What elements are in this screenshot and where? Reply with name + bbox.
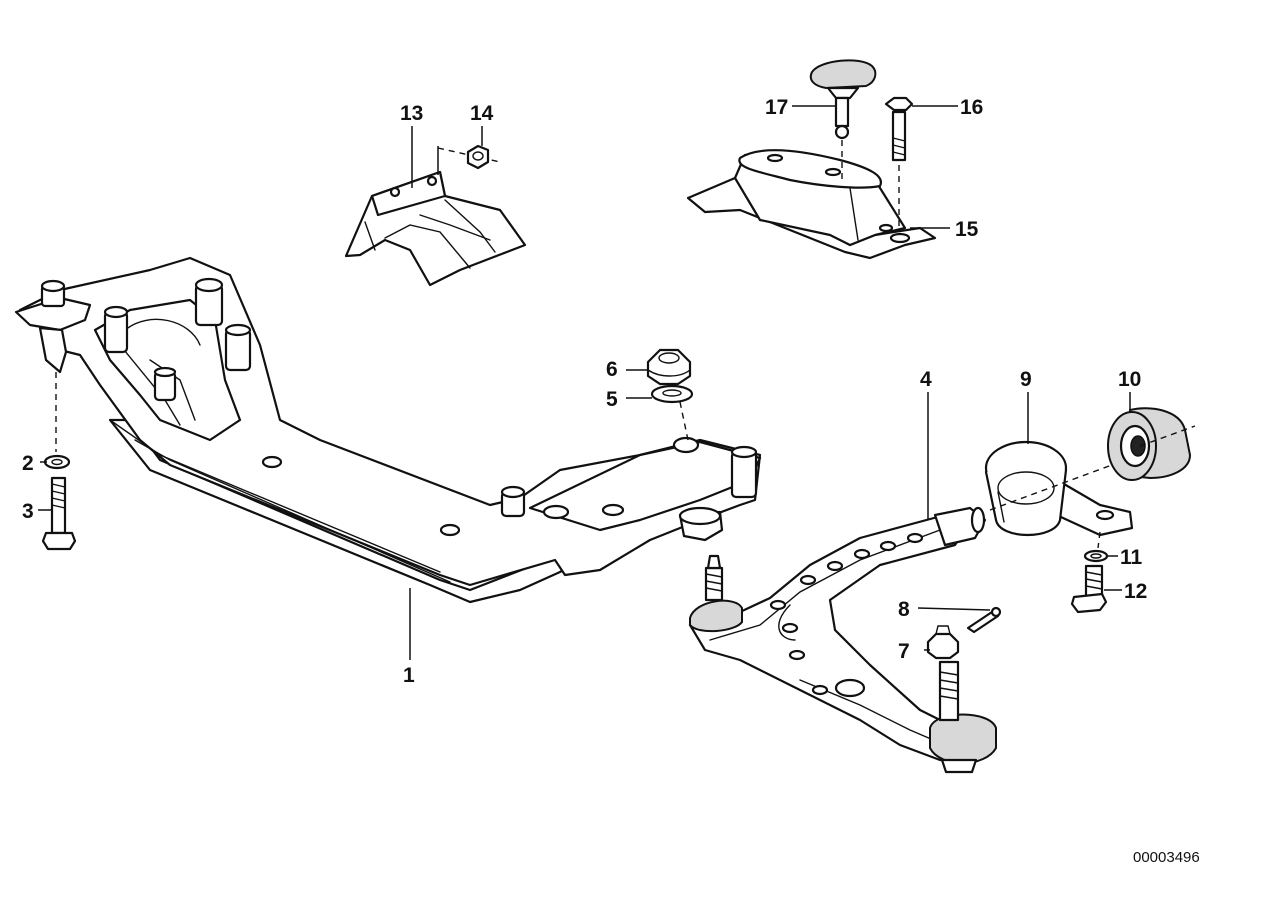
callout-6: 6 — [606, 358, 618, 381]
nut-14 — [437, 144, 501, 175]
callout-15: 15 — [955, 218, 979, 241]
washer-5 — [650, 384, 694, 441]
washer-11 — [1083, 531, 1109, 563]
callout-labels: 1 2 3 4 5 6 7 8 9 10 11 12 13 14 15 16 1… — [22, 96, 1200, 866]
cotter-pin-8 — [966, 606, 1002, 634]
callout-8: 8 — [898, 598, 910, 621]
stop-buffer-17 — [809, 59, 877, 182]
ball-joint-inner — [689, 554, 743, 633]
callout-7: 7 — [898, 640, 910, 663]
callout-12: 12 — [1124, 580, 1147, 603]
callout-14: 14 — [470, 102, 494, 125]
callout-1: 1 — [403, 664, 415, 687]
control-arm-4 — [688, 506, 997, 774]
bolt-16 — [884, 96, 914, 232]
bracket-13 — [344, 170, 527, 287]
callout-4: 4 — [920, 368, 932, 391]
callout-13: 13 — [400, 102, 423, 125]
bolt-3 — [41, 476, 77, 551]
callout-16: 16 — [960, 96, 983, 119]
callout-3: 3 — [22, 500, 34, 523]
callout-17: 17 — [765, 96, 788, 119]
engine-mount-15 — [686, 149, 937, 260]
nut-7 — [926, 625, 960, 660]
callout-2: 2 — [22, 452, 34, 475]
document-number: 00003496 — [1133, 849, 1200, 866]
callout-5: 5 — [606, 388, 618, 411]
front-axle-carrier — [14, 256, 762, 604]
bracket-9 — [984, 440, 1134, 537]
callout-9: 9 — [1020, 368, 1032, 391]
washer-2 — [43, 454, 71, 470]
callout-10: 10 — [1118, 368, 1141, 391]
rubber-bushing-10 — [1107, 407, 1196, 481]
nut-6 — [646, 348, 692, 386]
left-fasteners — [41, 372, 77, 551]
leader-lines — [38, 105, 1131, 660]
ball-joint-outer — [929, 660, 997, 774]
callout-11: 11 — [1120, 546, 1143, 569]
bolt-12 — [1070, 564, 1108, 614]
